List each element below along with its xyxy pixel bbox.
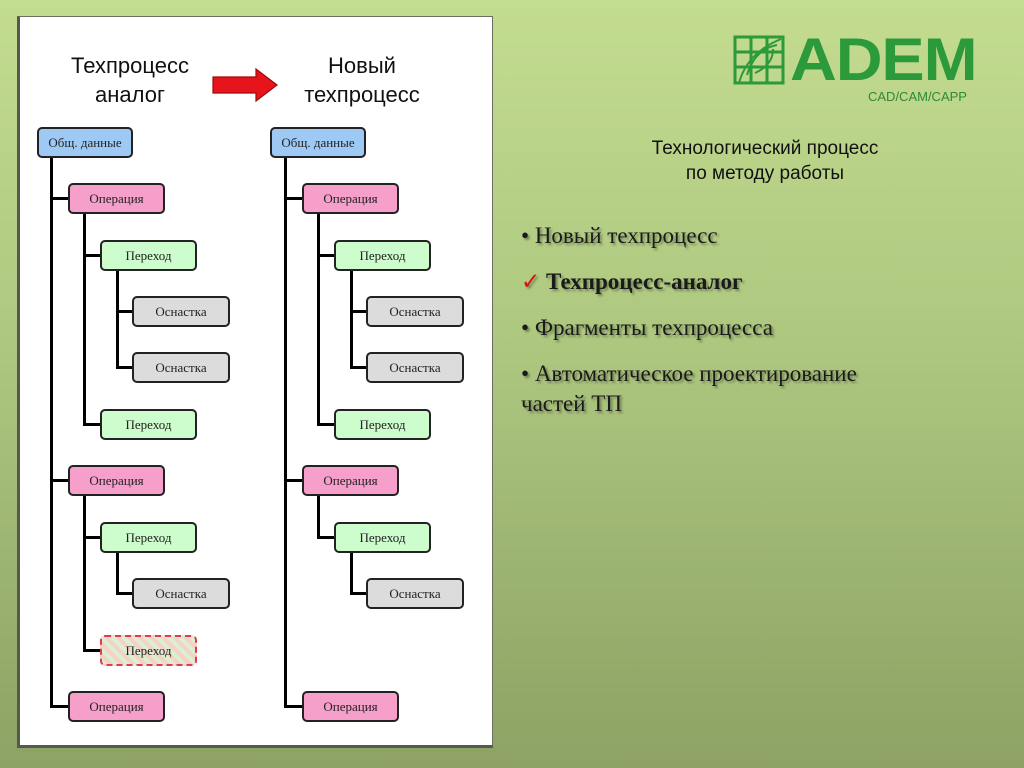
node-label: Операция <box>89 190 144 206</box>
tree-node-transition[interactable]: Переход <box>334 522 431 553</box>
checkmark-icon: ✓ <box>521 269 541 294</box>
bullet-auto-design: • Автоматическое проектирование частей Т… <box>521 359 911 419</box>
node-label: Оснастка <box>155 585 207 601</box>
node-label: Оснастка <box>155 359 207 375</box>
tree-node-transition[interactable]: Переход <box>334 240 431 271</box>
bullet-icon: • <box>521 361 530 386</box>
tree-node-tooling[interactable]: Оснастка <box>366 578 464 609</box>
tree-node-tooling[interactable]: Оснастка <box>366 352 464 383</box>
tree-node-operation[interactable]: Операция <box>68 183 165 214</box>
bullet-new-process: • Новый техпроцесс <box>521 221 921 251</box>
bullet-analog-process-selected: ✓ Техпроцесс-аналог <box>521 267 921 297</box>
node-label: Переход <box>125 529 172 545</box>
right-title-line-1: Новый <box>328 53 396 78</box>
tree-node-operation[interactable]: Операция <box>302 465 399 496</box>
node-label: Переход <box>125 642 172 658</box>
right-arrow-icon <box>212 68 278 102</box>
node-label: Операция <box>323 190 378 206</box>
node-label: Общ. данные <box>281 134 355 150</box>
bullet-icon: • <box>521 223 530 248</box>
adem-logo-mark <box>733 35 785 85</box>
bullet-text: Техпроцесс-аналог <box>546 269 743 294</box>
node-label: Операция <box>323 472 378 488</box>
node-label: Переход <box>359 416 406 432</box>
tree-node-tooling[interactable]: Оснастка <box>132 578 230 609</box>
bullet-icon: • <box>521 315 530 340</box>
brand-name: ADEM <box>790 26 978 93</box>
node-label: Оснастка <box>155 303 207 319</box>
slide-heading: Технологический процесс по методу работы <box>600 136 930 186</box>
heading-line-1: Технологический процесс <box>651 138 879 159</box>
node-label: Переход <box>359 529 406 545</box>
bullet-process-fragments: • Фрагменты техпроцесса <box>521 313 921 343</box>
tree-node-transition[interactable]: Переход <box>100 522 197 553</box>
right-title-line-2: техпроцесс <box>304 82 420 107</box>
tree-node-tooling[interactable]: Оснастка <box>132 352 230 383</box>
node-label: Операция <box>89 472 144 488</box>
node-label: Переход <box>125 247 172 263</box>
node-label: Переход <box>359 247 406 263</box>
node-label: Переход <box>125 416 172 432</box>
left-title-line-1: Техпроцесс <box>71 53 189 78</box>
tree-node-general-data[interactable]: Общ. данные <box>37 127 133 158</box>
tree-node-general-data[interactable]: Общ. данные <box>270 127 366 158</box>
node-label: Оснастка <box>389 303 441 319</box>
grid-leaf-icon <box>733 35 785 85</box>
bullet-text: Автоматическое проектирование частей ТП <box>521 361 857 416</box>
node-label: Оснастка <box>389 359 441 375</box>
bullet-text: Новый техпроцесс <box>534 223 718 248</box>
tree-node-transition[interactable]: Переход <box>100 409 197 440</box>
bullet-text: Фрагменты техпроцесса <box>534 315 773 340</box>
left-column-title: Техпроцесс аналог <box>50 51 210 109</box>
node-label: Операция <box>89 698 144 714</box>
heading-line-2: по методу работы <box>685 163 845 184</box>
tree-node-operation[interactable]: Операция <box>68 691 165 722</box>
brand-subtitle: CAD/CAM/CAPP <box>868 89 967 104</box>
node-label: Общ. данные <box>48 134 122 150</box>
tree-node-transition[interactable]: Переход <box>100 240 197 271</box>
node-label: Оснастка <box>389 585 441 601</box>
left-title-line-2: аналог <box>95 82 165 107</box>
tree-node-tooling[interactable]: Оснастка <box>132 296 230 327</box>
tree-node-operation[interactable]: Операция <box>68 465 165 496</box>
right-column-title: Новый техпроцесс <box>282 51 442 109</box>
node-label: Операция <box>323 698 378 714</box>
tree-node-operation[interactable]: Операция <box>302 691 399 722</box>
tree-node-operation[interactable]: Операция <box>302 183 399 214</box>
tree-node-transition-excluded[interactable]: Переход <box>100 635 197 666</box>
tree-node-tooling[interactable]: Оснастка <box>366 296 464 327</box>
tree-node-transition[interactable]: Переход <box>334 409 431 440</box>
